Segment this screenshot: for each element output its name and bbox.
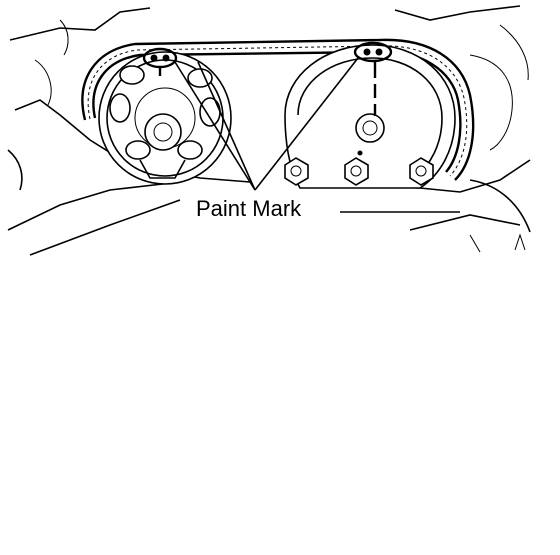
paint-mark-label: Paint Mark bbox=[194, 196, 304, 222]
top-figure bbox=[7, 5, 531, 256]
left-sprocket-bolt bbox=[144, 113, 182, 151]
right-sprocket-bolt bbox=[355, 113, 385, 143]
paint-mark-leaders bbox=[174, 57, 460, 213]
mounting-bolts bbox=[284, 157, 434, 186]
left-camshaft-sprocket bbox=[98, 51, 232, 185]
paint-mark-icon bbox=[353, 41, 393, 63]
right-camshaft-sprocket bbox=[284, 44, 456, 189]
